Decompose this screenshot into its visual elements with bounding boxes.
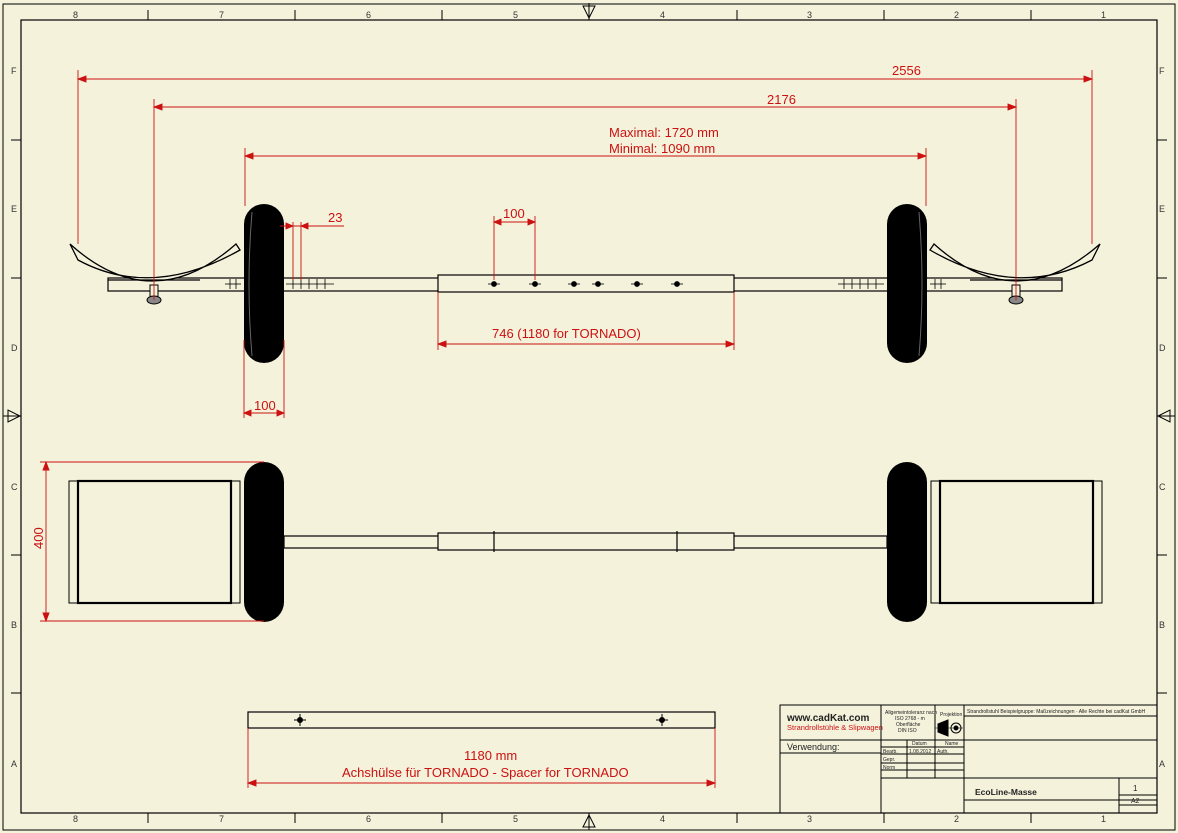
dim-adjust-min: Minimal: 1090 mm [609,141,715,156]
dim-wheel-width: 100 [254,398,276,413]
tolerance-line-2: ISO 2768 - m [895,716,925,722]
zone-row-left-C: C [11,482,18,492]
dim-adjust-max: Maximal: 1720 mm [609,125,719,140]
company-website: www.cadKat.com [786,713,870,724]
zone-row-right-D: D [1159,343,1166,353]
dim-hole-spacing: 23 [328,210,342,225]
zone-row-right-E: E [1159,204,1165,214]
zone-col-bottom-4: 4 [660,814,665,824]
spacer-holes [294,714,668,726]
top-wheel-right [887,462,927,622]
name-value: Auth. [937,749,949,755]
zone-col-top-1: 1 [1101,10,1106,20]
wheel-right [887,204,927,363]
top-view [68,462,1103,622]
zone-row-left-A: A [11,759,17,769]
dim-spacer-length: 1180 mm [464,748,517,763]
zone-col-bottom-2: 2 [954,814,959,824]
top-axle [283,531,888,552]
zone-row-right-C: C [1159,482,1166,492]
zone-col-top-7: 7 [219,10,224,20]
spacer-view [247,711,716,729]
name-label: Name [945,741,959,747]
adjust-holes-left [225,279,334,289]
top-wheel-left [244,462,284,622]
zone-col-top-4: 4 [660,10,665,20]
pad-right [930,479,1103,605]
date-label: Datum [912,741,927,747]
adjust-holes-right [838,279,946,289]
zone-col-top-5: 5 [513,10,518,20]
projection-label: Projektion [940,712,962,718]
company-name: Strandrollstühle & Slipwagen [787,723,883,732]
date-value: 1.08.2012 [909,749,931,755]
zone-col-top-2: 2 [954,10,959,20]
sheet-number: 1 [1133,784,1138,793]
zone-row-left-E: E [11,204,17,214]
row-label-checked: Gepr. [883,757,895,763]
cradle-left [69,243,241,282]
tolerance-line-4: DIN ISO [898,728,917,734]
zone-col-bottom-1: 1 [1101,814,1106,824]
dim-center-tube: 746 (1180 for TORNADO) [492,326,641,341]
description-text: Strandrollstuhl Beispielgruppe: Maßzeich… [967,709,1146,715]
wheel-left [244,204,284,363]
cradle-right [929,243,1101,282]
zone-row-left-B: B [11,620,17,630]
zone-col-bottom-7: 7 [219,814,224,824]
dim-center-hole-spacing: 100 [503,206,525,221]
zone-col-top-6: 6 [366,10,371,20]
zone-col-bottom-8: 8 [73,814,78,824]
zone-labels: 8 7 6 5 4 3 2 1 8 7 6 5 4 3 2 1 F E D C … [11,10,1166,824]
zone-col-bottom-5: 5 [513,814,518,824]
row-label-drawn: Bearb. [883,749,898,755]
drawing-title: EcoLine-Masse [975,787,1037,797]
axle-holes [488,281,683,287]
dimension-lines [40,70,1094,788]
zone-tick-marks [11,10,1167,823]
projection-symbol-icon [935,719,963,737]
tolerance-line-1: Allgemeintoleranz nach [885,710,937,716]
sheet-format: A2 [1131,798,1140,805]
axle-bar [107,274,1063,293]
zone-col-bottom-3: 3 [807,814,812,824]
zone-row-right-B: B [1159,620,1165,630]
pad-left [68,479,241,605]
dim-overall-width: 2556 [892,63,921,78]
centering-arrows [3,3,1175,830]
dim-spacer-caption: Achshülse für TORNADO - Spacer for TORNA… [342,765,629,780]
zone-row-left-D: D [11,343,18,353]
row-label-norm: Norm [883,765,895,771]
zone-row-right-A: A [1159,759,1165,769]
zone-row-right-F: F [1159,66,1165,76]
drawing-frame [2,3,1176,831]
dim-cradle-span: 2176 [767,92,796,107]
title-block: www.cadKat.com Strandrollstühle & Slipwa… [779,704,1158,814]
zone-col-bottom-6: 6 [366,814,371,824]
zone-col-top-3: 3 [807,10,812,20]
usage-label: Verwendung: [787,742,840,752]
zone-row-left-F: F [11,66,17,76]
dimension-texts: 2556 2176 Maximal: 1720 mm Minimal: 1090… [31,63,921,780]
zone-col-top-8: 8 [73,10,78,20]
spacer-tube [247,711,716,729]
dim-pad-height: 400 [31,527,46,549]
tolerance-line-3: Oberfläche [896,722,921,728]
